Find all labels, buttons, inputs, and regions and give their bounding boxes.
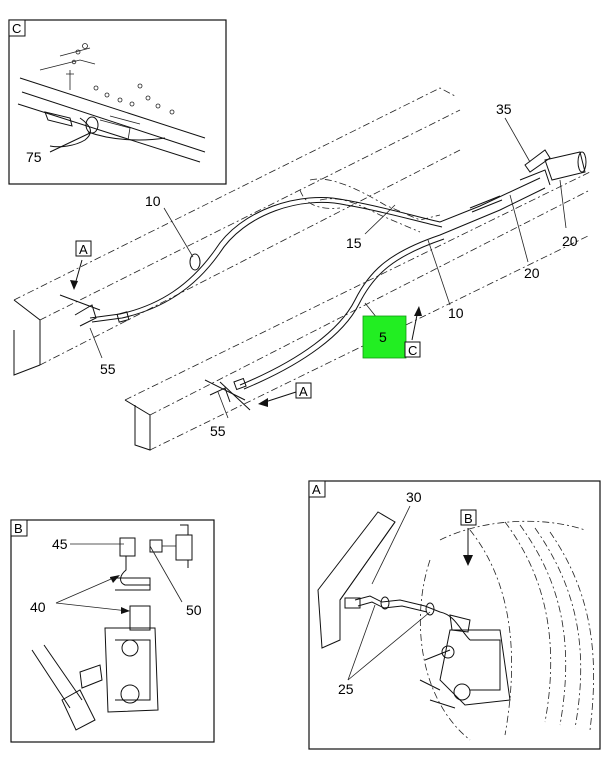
- inset-b: B 45 40 50: [10, 519, 215, 743]
- inset-c-letter: C: [12, 21, 21, 36]
- callout-15: 15: [346, 235, 362, 251]
- main-chassis-view: 5 C A A 10 15 35 20 20 10 55 55: [13, 87, 591, 451]
- callout-35: 35: [496, 101, 512, 117]
- inset-c: C 75: [8, 19, 227, 185]
- highlight-part-5[interactable]: [362, 315, 407, 359]
- ref-a-bottom: A: [299, 384, 308, 399]
- callout-45: 45: [52, 536, 68, 552]
- callout-25: 25: [338, 681, 354, 697]
- callout-10-left: 10: [145, 193, 161, 209]
- callout-20-right: 20: [562, 233, 578, 249]
- callout-20-mid: 20: [524, 265, 540, 281]
- ref-b-inset: B: [464, 511, 473, 526]
- callout-40: 40: [30, 599, 46, 615]
- callout-10-right: 10: [448, 305, 464, 321]
- inset-a: A B: [308, 480, 601, 750]
- inset-b-letter: B: [14, 521, 23, 536]
- callout-5[interactable]: 5: [379, 329, 387, 345]
- callout-55-left: 55: [100, 361, 116, 377]
- callout-75: 75: [26, 149, 42, 165]
- callout-30: 30: [406, 489, 422, 505]
- callout-55-bottom: 55: [210, 423, 226, 439]
- ref-a-left: A: [79, 242, 88, 257]
- inset-a-letter: A: [312, 482, 321, 497]
- callout-50: 50: [186, 602, 202, 618]
- ref-c-main: C: [408, 343, 417, 358]
